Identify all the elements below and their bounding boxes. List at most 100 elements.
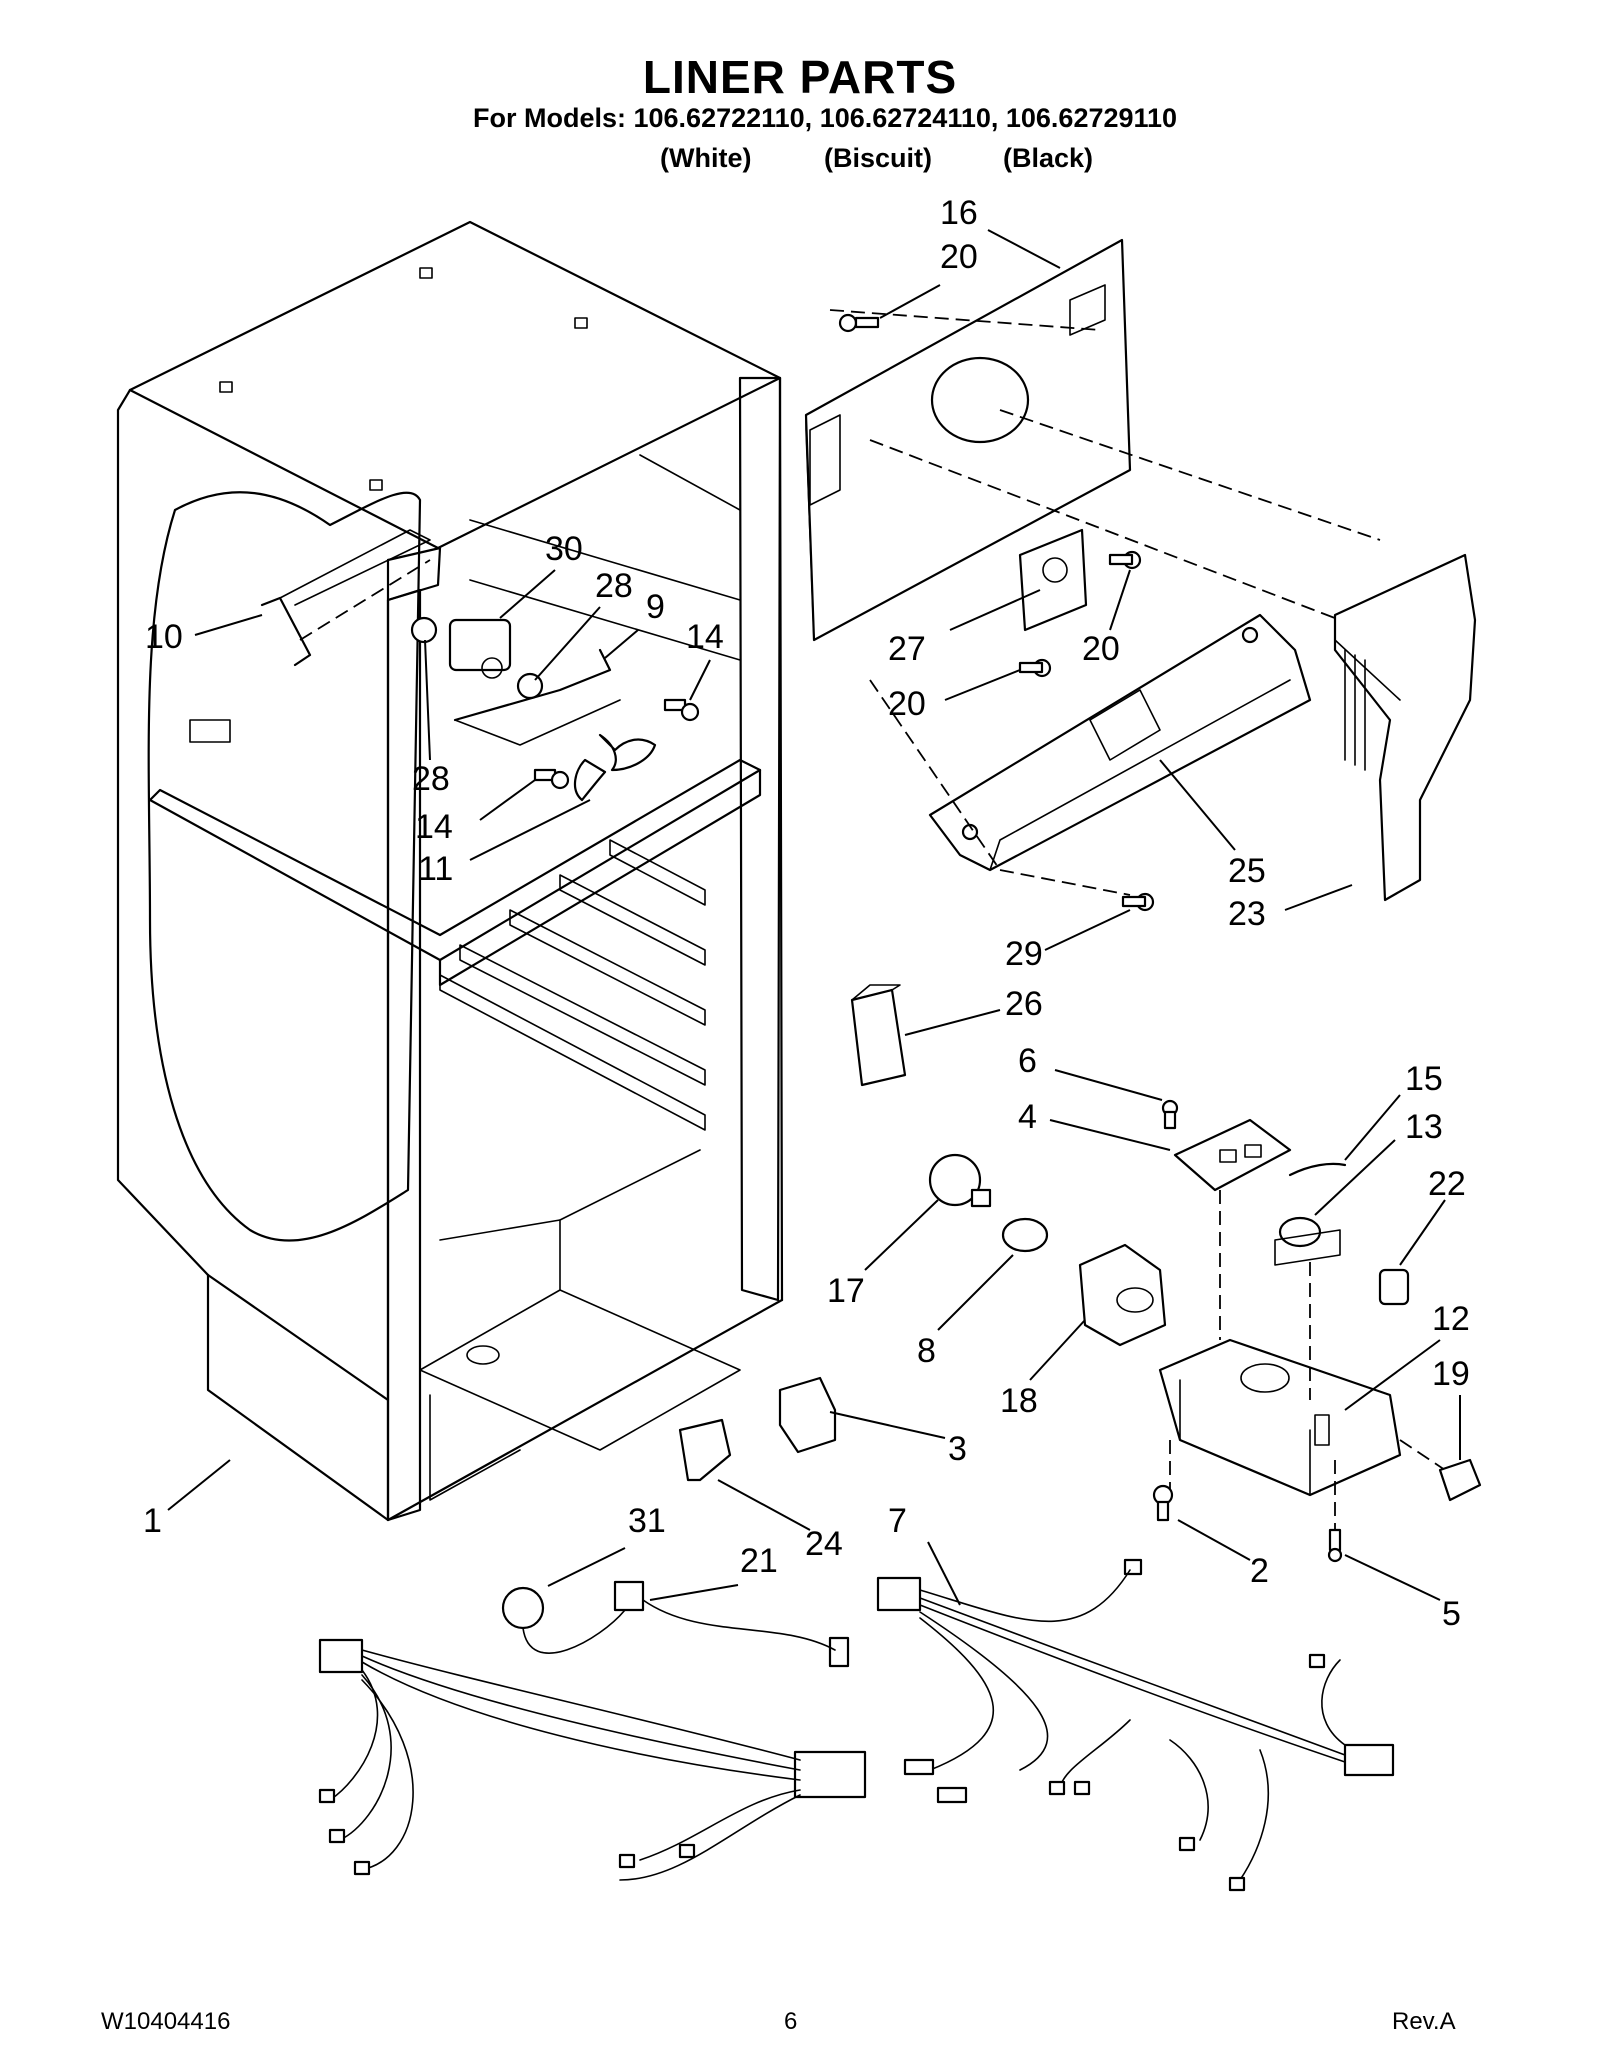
callout-14: 14 [415, 808, 453, 846]
fan-motor-part-30 [448, 618, 512, 672]
callout-11: 11 [418, 850, 453, 888]
callout-labels: 16 20 30 28 9 14 10 28 14 11 27 20 20 25… [143, 194, 1470, 1633]
liner-cabinet [116, 220, 784, 1522]
screw-part-20-c [1018, 658, 1052, 678]
variant-black: (Black) [1003, 143, 1094, 173]
fan-assembly [260, 529, 700, 802]
screw-part-20-a [838, 313, 880, 333]
page-number: 6 [784, 2008, 798, 2035]
callout-31: 31 [628, 1502, 666, 1540]
callout-20: 20 [888, 685, 926, 723]
callout-23: 23 [1228, 895, 1266, 933]
screw-part-6 [1161, 1099, 1179, 1130]
callout-6: 6 [1018, 1042, 1037, 1080]
callout-21: 21 [740, 1542, 778, 1580]
drain-hole [466, 1345, 500, 1365]
air-duct-cover [869, 553, 1477, 912]
liner-front-frame-left [386, 588, 422, 1522]
liner-top [128, 220, 782, 550]
fan-opening [930, 356, 1030, 444]
board-part-4 [1173, 1118, 1292, 1192]
harness-left [318, 1580, 867, 1881]
doc-number: W10404416 [101, 2008, 231, 2035]
callout-29: 29 [1005, 935, 1043, 973]
housing-part-12 [1158, 1338, 1402, 1497]
model-numbers: For Models: 106.62722110, 106.62724110, … [473, 103, 1178, 133]
callout-15: 15 [1405, 1060, 1443, 1098]
part-3 [778, 1376, 837, 1454]
bracket-part-9 [453, 648, 612, 722]
callout-17: 17 [827, 1272, 865, 1310]
callout-24: 24 [805, 1525, 843, 1563]
freezer-divider [148, 758, 762, 962]
screw-part-29 [1121, 892, 1155, 912]
liner-front-frame-right [738, 376, 782, 1302]
callout-20: 20 [940, 238, 978, 276]
cover-part-25 [928, 613, 1312, 872]
callout-2: 2 [1250, 1552, 1269, 1590]
screw-part-14-a [663, 698, 700, 722]
callout-22: 22 [1428, 1165, 1466, 1203]
fan-blade-part-11 [598, 733, 657, 772]
liner-left-edge [116, 388, 210, 1277]
callout-4: 4 [1018, 1098, 1037, 1136]
part-24 [678, 1418, 732, 1482]
callout-3: 3 [948, 1430, 967, 1468]
part-31 [501, 1586, 545, 1630]
leader-lines [167, 229, 1461, 1606]
callout-7: 7 [888, 1502, 907, 1540]
part-13 [1278, 1216, 1322, 1248]
callout-28: 28 [595, 567, 633, 605]
shelf-rails [439, 839, 706, 1131]
callout-5: 5 [1442, 1595, 1461, 1633]
variant-white: (White) [660, 143, 752, 173]
part-26 [850, 988, 907, 1087]
callout-28: 28 [412, 760, 450, 798]
screw-part-20-b [1108, 550, 1142, 570]
harness-right [876, 1558, 1395, 1892]
callout-8: 8 [917, 1332, 936, 1370]
screw-part-5 [1327, 1528, 1343, 1563]
callout-9: 9 [646, 588, 665, 626]
bulb-part-17 [928, 1153, 982, 1207]
screw-part-2 [1152, 1484, 1174, 1522]
duct-part-23 [1333, 553, 1477, 902]
callout-20: 20 [1082, 630, 1120, 668]
liner-bottom [206, 1273, 784, 1522]
control-housing [678, 984, 1482, 1563]
knob-part-22 [1378, 1268, 1410, 1306]
connector-7-left [876, 1576, 922, 1612]
callout-16: 16 [940, 194, 978, 232]
connector-left [318, 1638, 364, 1674]
connector-right [793, 1750, 867, 1799]
part-21 [613, 1580, 645, 1612]
variant-biscuit: (Biscuit) [824, 143, 932, 173]
divider-front [438, 768, 762, 987]
connector-7-right [1343, 1743, 1395, 1777]
callout-14: 14 [686, 618, 724, 656]
crisper-floor [419, 1289, 741, 1451]
callout-27: 27 [888, 630, 926, 668]
shield-part-18 [1078, 1243, 1167, 1347]
screw-part-14-b [533, 768, 570, 790]
bracket-part-27 [1018, 528, 1088, 632]
revision-label: Rev.A [1392, 2008, 1456, 2035]
callout-13: 13 [1405, 1108, 1443, 1146]
part-19 [1438, 1458, 1482, 1502]
evaporator-cover [804, 238, 1381, 678]
socket-part-8 [1001, 1217, 1049, 1253]
callout-26: 26 [1005, 985, 1043, 1023]
page-title: LINER PARTS [642, 51, 958, 103]
callout-1: 1 [143, 1502, 162, 1540]
callout-12: 12 [1432, 1300, 1470, 1338]
callout-19: 19 [1432, 1355, 1470, 1393]
callout-30: 30 [545, 530, 583, 568]
callout-25: 25 [1228, 852, 1266, 890]
callout-10: 10 [145, 618, 183, 656]
liner-cutaway [147, 491, 422, 1242]
liner-base-step [206, 1273, 390, 1522]
bracket-part-10 [260, 596, 312, 667]
grommet-part-28-a [410, 616, 438, 644]
callout-18: 18 [1000, 1382, 1038, 1420]
